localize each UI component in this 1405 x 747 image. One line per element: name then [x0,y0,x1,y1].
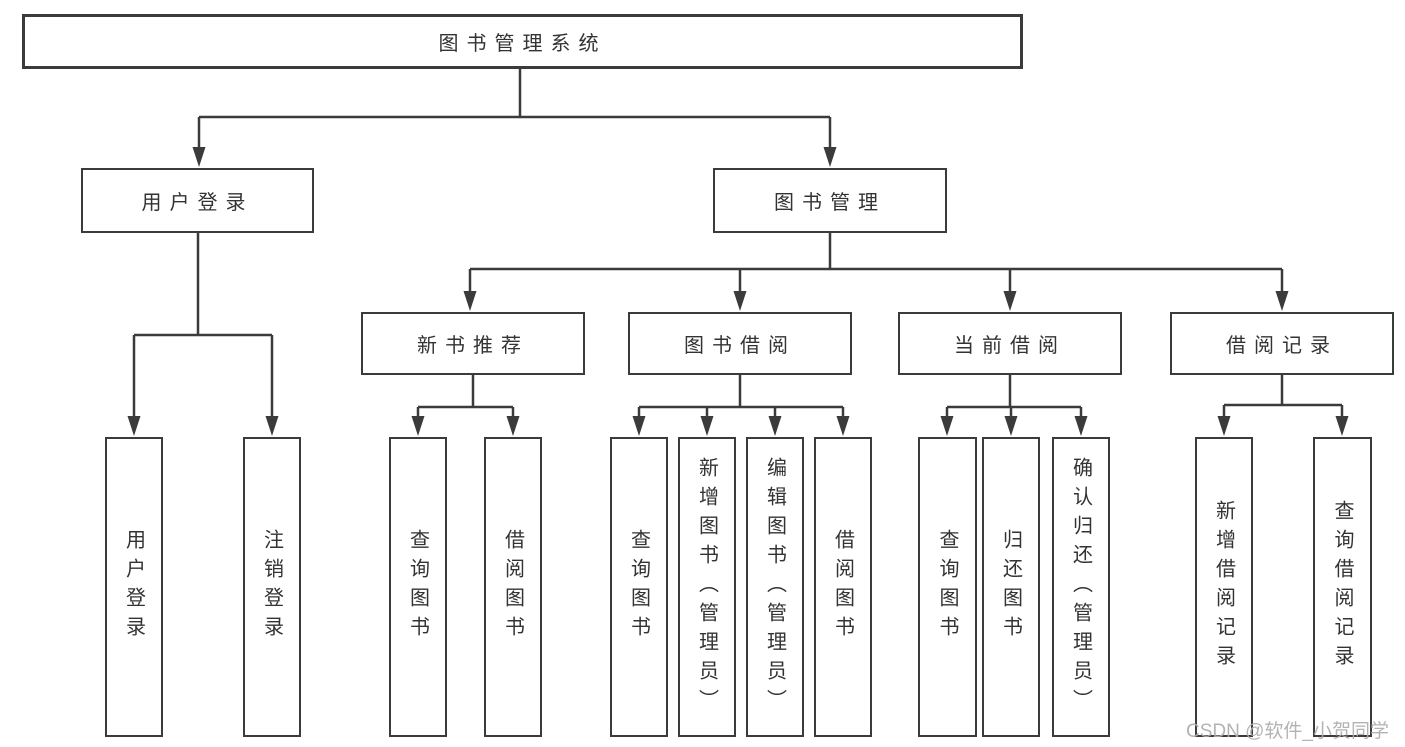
node-new-book-recommend-label: 新书推荐 [417,335,529,357]
connector-borrow-records-split [1222,375,1344,421]
arrowhead-icon [632,416,646,436]
arrowhead-icon [700,416,714,436]
arrowhead-icon [1217,416,1231,436]
leaf-borrow-books-recommend: 借阅图书 [484,437,542,737]
leaf-edit-books-admin-label: 编辑图书（管理员） [763,456,786,718]
leaf-borrow-books: 借阅图书 [814,437,872,737]
arrowhead-icon [1074,416,1088,436]
leaf-return-books: 归还图书 [982,437,1040,737]
leaf-query-books-borrow: 查询图书 [610,437,668,737]
connector-book-borrow-split [637,375,845,421]
node-user-login-label: 用户登录 [141,192,254,214]
leaf-user-login: 用户登录 [105,437,163,737]
leaf-query-books-borrow-label: 查询图书 [627,529,650,645]
node-user-login: 用户登录 [81,168,314,233]
arrowhead-icon [463,291,477,311]
connector-book-management-split [468,233,1284,296]
leaf-logout-login-label: 注销登录 [260,529,283,645]
node-book-borrow-label: 图书借阅 [684,335,796,357]
leaf-add-borrow-record: 新增借阅记录 [1195,437,1253,737]
arrowhead-icon [1003,291,1017,311]
node-borrow-records-label: 借阅记录 [1226,335,1338,357]
arrowhead-icon [1004,416,1018,436]
node-root-system: 图书管理系统 [22,14,1023,69]
leaf-query-books-current-label: 查询图书 [936,529,958,645]
arrowhead-icon [733,291,747,311]
node-current-borrow-label: 当前借阅 [954,335,1066,357]
node-book-management-label: 图书管理 [774,192,886,214]
leaf-edit-books-admin: 编辑图书（管理员） [746,437,804,737]
connector-user-login-split [132,233,274,421]
arrowhead-icon [940,416,954,436]
leaf-query-borrow-record: 查询借阅记录 [1313,437,1372,737]
leaf-query-books-current: 查询图书 [918,437,977,737]
leaf-user-login-label: 用户登录 [122,529,145,645]
leaf-borrow-books-label: 借阅图书 [831,529,854,645]
node-current-borrow: 当前借阅 [898,312,1122,375]
leaf-borrow-books-recommend-label: 借阅图书 [501,529,524,645]
node-book-borrow: 图书借阅 [628,312,852,375]
node-borrow-records: 借阅记录 [1170,312,1394,375]
arrowhead-icon [1275,291,1289,311]
arrowhead-icon [836,416,850,436]
leaf-query-books-recommend: 查询图书 [389,437,447,737]
node-new-book-recommend: 新书推荐 [361,312,585,375]
node-root-label: 图书管理系统 [438,33,607,55]
arrowhead-icon [127,416,141,436]
leaf-logout-login: 注销登录 [243,437,301,737]
leaf-confirm-return-admin-label: 确认归还（管理员） [1069,456,1092,718]
arrowhead-icon [411,416,425,436]
leaf-add-books-admin: 新增图书（管理员） [678,437,736,737]
leaf-confirm-return-admin: 确认归还（管理员） [1052,437,1110,737]
arrowhead-icon [768,416,782,436]
node-book-management: 图书管理 [713,168,947,233]
connector-root-split [197,69,832,151]
csdn-watermark: CSDN @软件_小贺同学 [1186,721,1389,742]
arrowhead-icon [265,416,279,436]
leaf-query-books-recommend-label: 查询图书 [406,529,429,645]
arrowhead-icon [823,147,837,167]
leaf-query-borrow-record-label: 查询借阅记录 [1331,500,1353,674]
connector-current-borrow-split [945,375,1083,421]
leaf-return-books-label: 归还图书 [999,529,1022,645]
connector-new-book-recommend-split [416,375,515,421]
arrowhead-icon [1335,416,1349,436]
leaf-add-borrow-record-label: 新增借阅记录 [1212,500,1235,674]
arrowhead-icon [506,416,520,436]
leaf-add-books-admin-label: 新增图书（管理员） [695,456,718,718]
arrowhead-icon [192,147,206,167]
